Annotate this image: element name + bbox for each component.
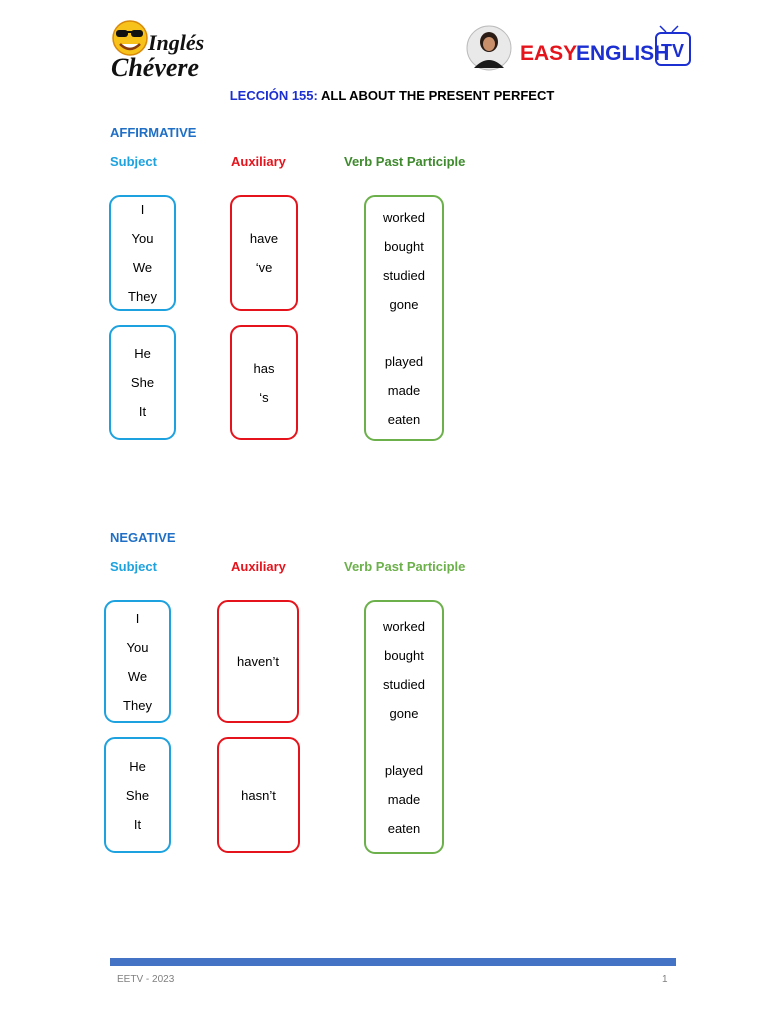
verb-word: played bbox=[384, 762, 424, 778]
verb-word: studied bbox=[383, 267, 425, 283]
negative-singular-auxiliary-box: hasn’t bbox=[217, 737, 300, 853]
verb-word: gone bbox=[389, 296, 419, 312]
subject-word: It bbox=[133, 816, 142, 832]
negative-auxiliary-header: Auxiliary bbox=[231, 559, 286, 574]
footer-text: EETV - 2023 bbox=[117, 974, 175, 985]
lesson-number: LECCIÓN 155 bbox=[229, 88, 314, 103]
auxiliary-word: ‘s bbox=[259, 389, 269, 405]
auxiliary-word: ‘ve bbox=[255, 260, 273, 275]
negative-subject-header: Subject bbox=[110, 559, 157, 574]
negative-plural-auxiliary-box: haven’t bbox=[217, 600, 299, 723]
auxiliary-word: have bbox=[249, 231, 279, 246]
negative-title: NEGATIVE bbox=[110, 530, 176, 545]
subject-word: It bbox=[138, 404, 147, 419]
affirmative-subject-header: Subject bbox=[110, 154, 157, 169]
subject-word: You bbox=[126, 639, 149, 655]
verb-word: bought bbox=[384, 647, 424, 663]
verb-word: played bbox=[384, 353, 424, 369]
subject-word: She bbox=[125, 787, 150, 803]
negative-singular-subjects-box: He She It bbox=[104, 737, 171, 853]
affirmative-verbs-box: worked bought studied gone played made e… bbox=[364, 195, 444, 441]
affirmative-title: AFFIRMATIVE bbox=[110, 125, 197, 140]
subject-word: They bbox=[123, 697, 152, 713]
subject-word: We bbox=[132, 260, 153, 275]
svg-text:EASY: EASY bbox=[520, 42, 577, 65]
svg-text:TV: TV bbox=[661, 41, 684, 61]
subject-word: You bbox=[131, 231, 154, 246]
subject-word: We bbox=[127, 668, 148, 684]
affirmative-verb-header: Verb Past Participle bbox=[344, 154, 466, 169]
affirmative-plural-subjects-box: I You We They bbox=[109, 195, 176, 311]
affirmative-singular-auxiliary-box: has ‘s bbox=[230, 325, 298, 440]
subject-word: They bbox=[128, 289, 157, 304]
svg-text:Chévere: Chévere bbox=[111, 53, 199, 80]
verb-word: worked bbox=[383, 209, 425, 225]
footer-divider bbox=[110, 958, 676, 966]
lesson-topic: ALL ABOUT THE PRESENT PERFECT bbox=[317, 88, 555, 103]
lesson-separator: : bbox=[313, 88, 318, 103]
verb-word: eaten bbox=[387, 411, 421, 427]
verb-word: worked bbox=[383, 618, 425, 634]
affirmative-singular-subjects-box: He She It bbox=[109, 325, 176, 440]
svg-text:Inglés: Inglés bbox=[147, 30, 204, 55]
affirmative-auxiliary-header: Auxiliary bbox=[231, 154, 286, 169]
verb-word: eaten bbox=[387, 820, 421, 836]
negative-plural-subjects-box: I You We They bbox=[104, 600, 171, 723]
ingles-chevere-logo: Inglés Chévere bbox=[108, 16, 218, 82]
subject-word: He bbox=[134, 346, 151, 361]
subject-word: He bbox=[129, 758, 146, 774]
subject-word: I bbox=[135, 610, 140, 626]
negative-verbs-box: worked bought studied gone played made e… bbox=[364, 600, 444, 854]
subject-word: She bbox=[130, 375, 155, 390]
auxiliary-word: haven’t bbox=[237, 654, 279, 669]
auxiliary-word: hasn’t bbox=[241, 787, 276, 803]
verb-word: made bbox=[387, 382, 421, 398]
easy-english-tv-logo: EASY ENGLISH TV bbox=[464, 24, 696, 74]
subject-word: I bbox=[140, 202, 145, 217]
affirmative-plural-auxiliary-box: have ‘ve bbox=[230, 195, 298, 311]
negative-verb-header: Verb Past Participle bbox=[344, 559, 466, 574]
auxiliary-word: has bbox=[253, 360, 275, 376]
lesson-title: LECCIÓN 155: ALL ABOUT THE PRESENT PERFE… bbox=[0, 88, 768, 103]
verb-word: studied bbox=[383, 676, 425, 692]
page-number: 1 bbox=[662, 974, 668, 985]
verb-word: gone bbox=[389, 705, 419, 721]
verb-word: bought bbox=[384, 238, 424, 254]
verb-word: made bbox=[387, 791, 421, 807]
svg-text:ENGLISH: ENGLISH bbox=[576, 42, 669, 65]
